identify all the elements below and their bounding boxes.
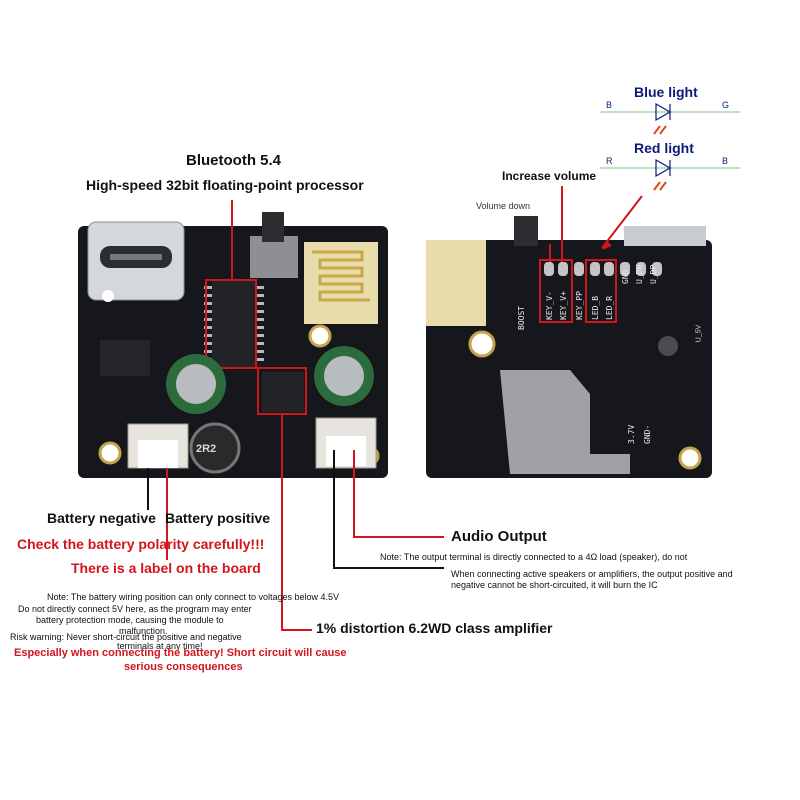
pin-label: LED_R bbox=[605, 296, 614, 320]
pin-label: KEY_V- bbox=[545, 291, 554, 320]
blue-light-label: Blue light bbox=[634, 84, 698, 100]
led-pins-highlight bbox=[585, 259, 617, 323]
short-circuit-danger: Especially when connecting the battery! … bbox=[14, 647, 347, 659]
audio-output-label: Audio Output bbox=[451, 528, 547, 545]
bluetooth-label: Bluetooth 5.4 bbox=[186, 152, 282, 169]
battery-note-line: Do not directly connect 5V here, as the … bbox=[18, 604, 252, 614]
volume-down-label: Volume down bbox=[476, 201, 531, 211]
red-led-symbol bbox=[600, 158, 740, 191]
red-light-label: Red light bbox=[634, 140, 694, 156]
pin-label: LED_B bbox=[591, 296, 600, 320]
back-board: KEY_V- KEY_V+ KEY_PP LED_B LED_R GND U_D… bbox=[426, 216, 712, 478]
amplifier-label: 1% distortion 6.2WD class amplifier bbox=[316, 620, 553, 636]
output-note-line: Note: The output terminal is directly co… bbox=[380, 552, 688, 562]
battery-note-line: battery protection mode, causing the mod… bbox=[36, 615, 224, 625]
silk-label: U_5V bbox=[695, 324, 703, 343]
increase-volume-label: Increase volume bbox=[502, 169, 597, 183]
pin-label: U_DP bbox=[649, 265, 658, 284]
key-pins-highlight bbox=[539, 259, 573, 323]
silk-label: 3.7V bbox=[627, 425, 636, 444]
leader-lines-black bbox=[147, 450, 444, 569]
processor-label: High-speed 32bit floating-point processo… bbox=[86, 177, 364, 193]
check-polarity-warning: Check the battery polarity carefully!!! bbox=[17, 536, 265, 552]
pin-label: U_DN bbox=[635, 265, 644, 284]
label-on-board-note: There is a label on the board bbox=[71, 560, 261, 576]
output-note-line: negative cannot be short-circuited, it w… bbox=[451, 580, 658, 590]
pin-label: KEY_PP bbox=[575, 291, 584, 320]
led-pin-label: R bbox=[606, 156, 613, 166]
leader-lines-red bbox=[166, 186, 643, 631]
pin-label: GND bbox=[621, 269, 630, 284]
silk-label: BOOST bbox=[517, 306, 526, 330]
pin-label: KEY_V+ bbox=[559, 291, 568, 320]
led-pin-label: G bbox=[722, 100, 730, 110]
battery-note-line: Note: The battery wiring position can on… bbox=[47, 592, 340, 602]
output-note-line: When connecting active speakers or ampli… bbox=[451, 569, 733, 579]
inductor-marking: 2R2 bbox=[196, 443, 217, 455]
battery-note-line: malfunction. bbox=[119, 626, 168, 636]
short-circuit-danger: serious consequences bbox=[124, 661, 243, 673]
front-board bbox=[78, 212, 388, 478]
battery-positive-label: Battery positive bbox=[165, 510, 271, 526]
led-pin-label: B bbox=[722, 156, 729, 166]
risk-warning-line: terminals at any time! bbox=[117, 641, 203, 651]
led-pin-label: B bbox=[606, 100, 613, 110]
battery-negative-label: Battery negative bbox=[47, 510, 156, 526]
blue-led-symbol bbox=[600, 102, 740, 135]
silk-label: GND- bbox=[643, 425, 652, 444]
risk-warning-line: Risk warning: Never short-circuit the po… bbox=[10, 632, 242, 642]
